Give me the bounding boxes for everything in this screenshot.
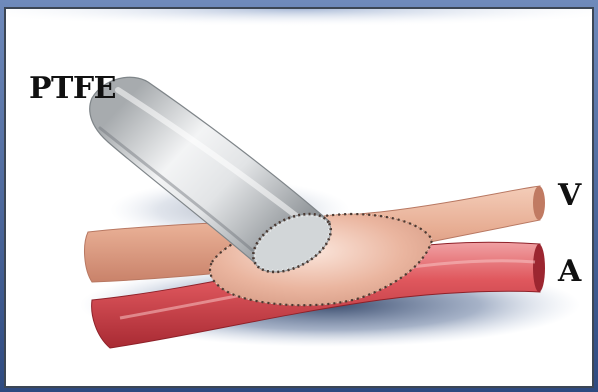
vein-label: V	[558, 181, 581, 211]
graft-label: PTFE	[29, 74, 116, 104]
artery-label: A	[558, 257, 581, 287]
top-shading	[6, 9, 592, 39]
artery-end	[533, 244, 545, 292]
vein-end	[533, 186, 545, 220]
